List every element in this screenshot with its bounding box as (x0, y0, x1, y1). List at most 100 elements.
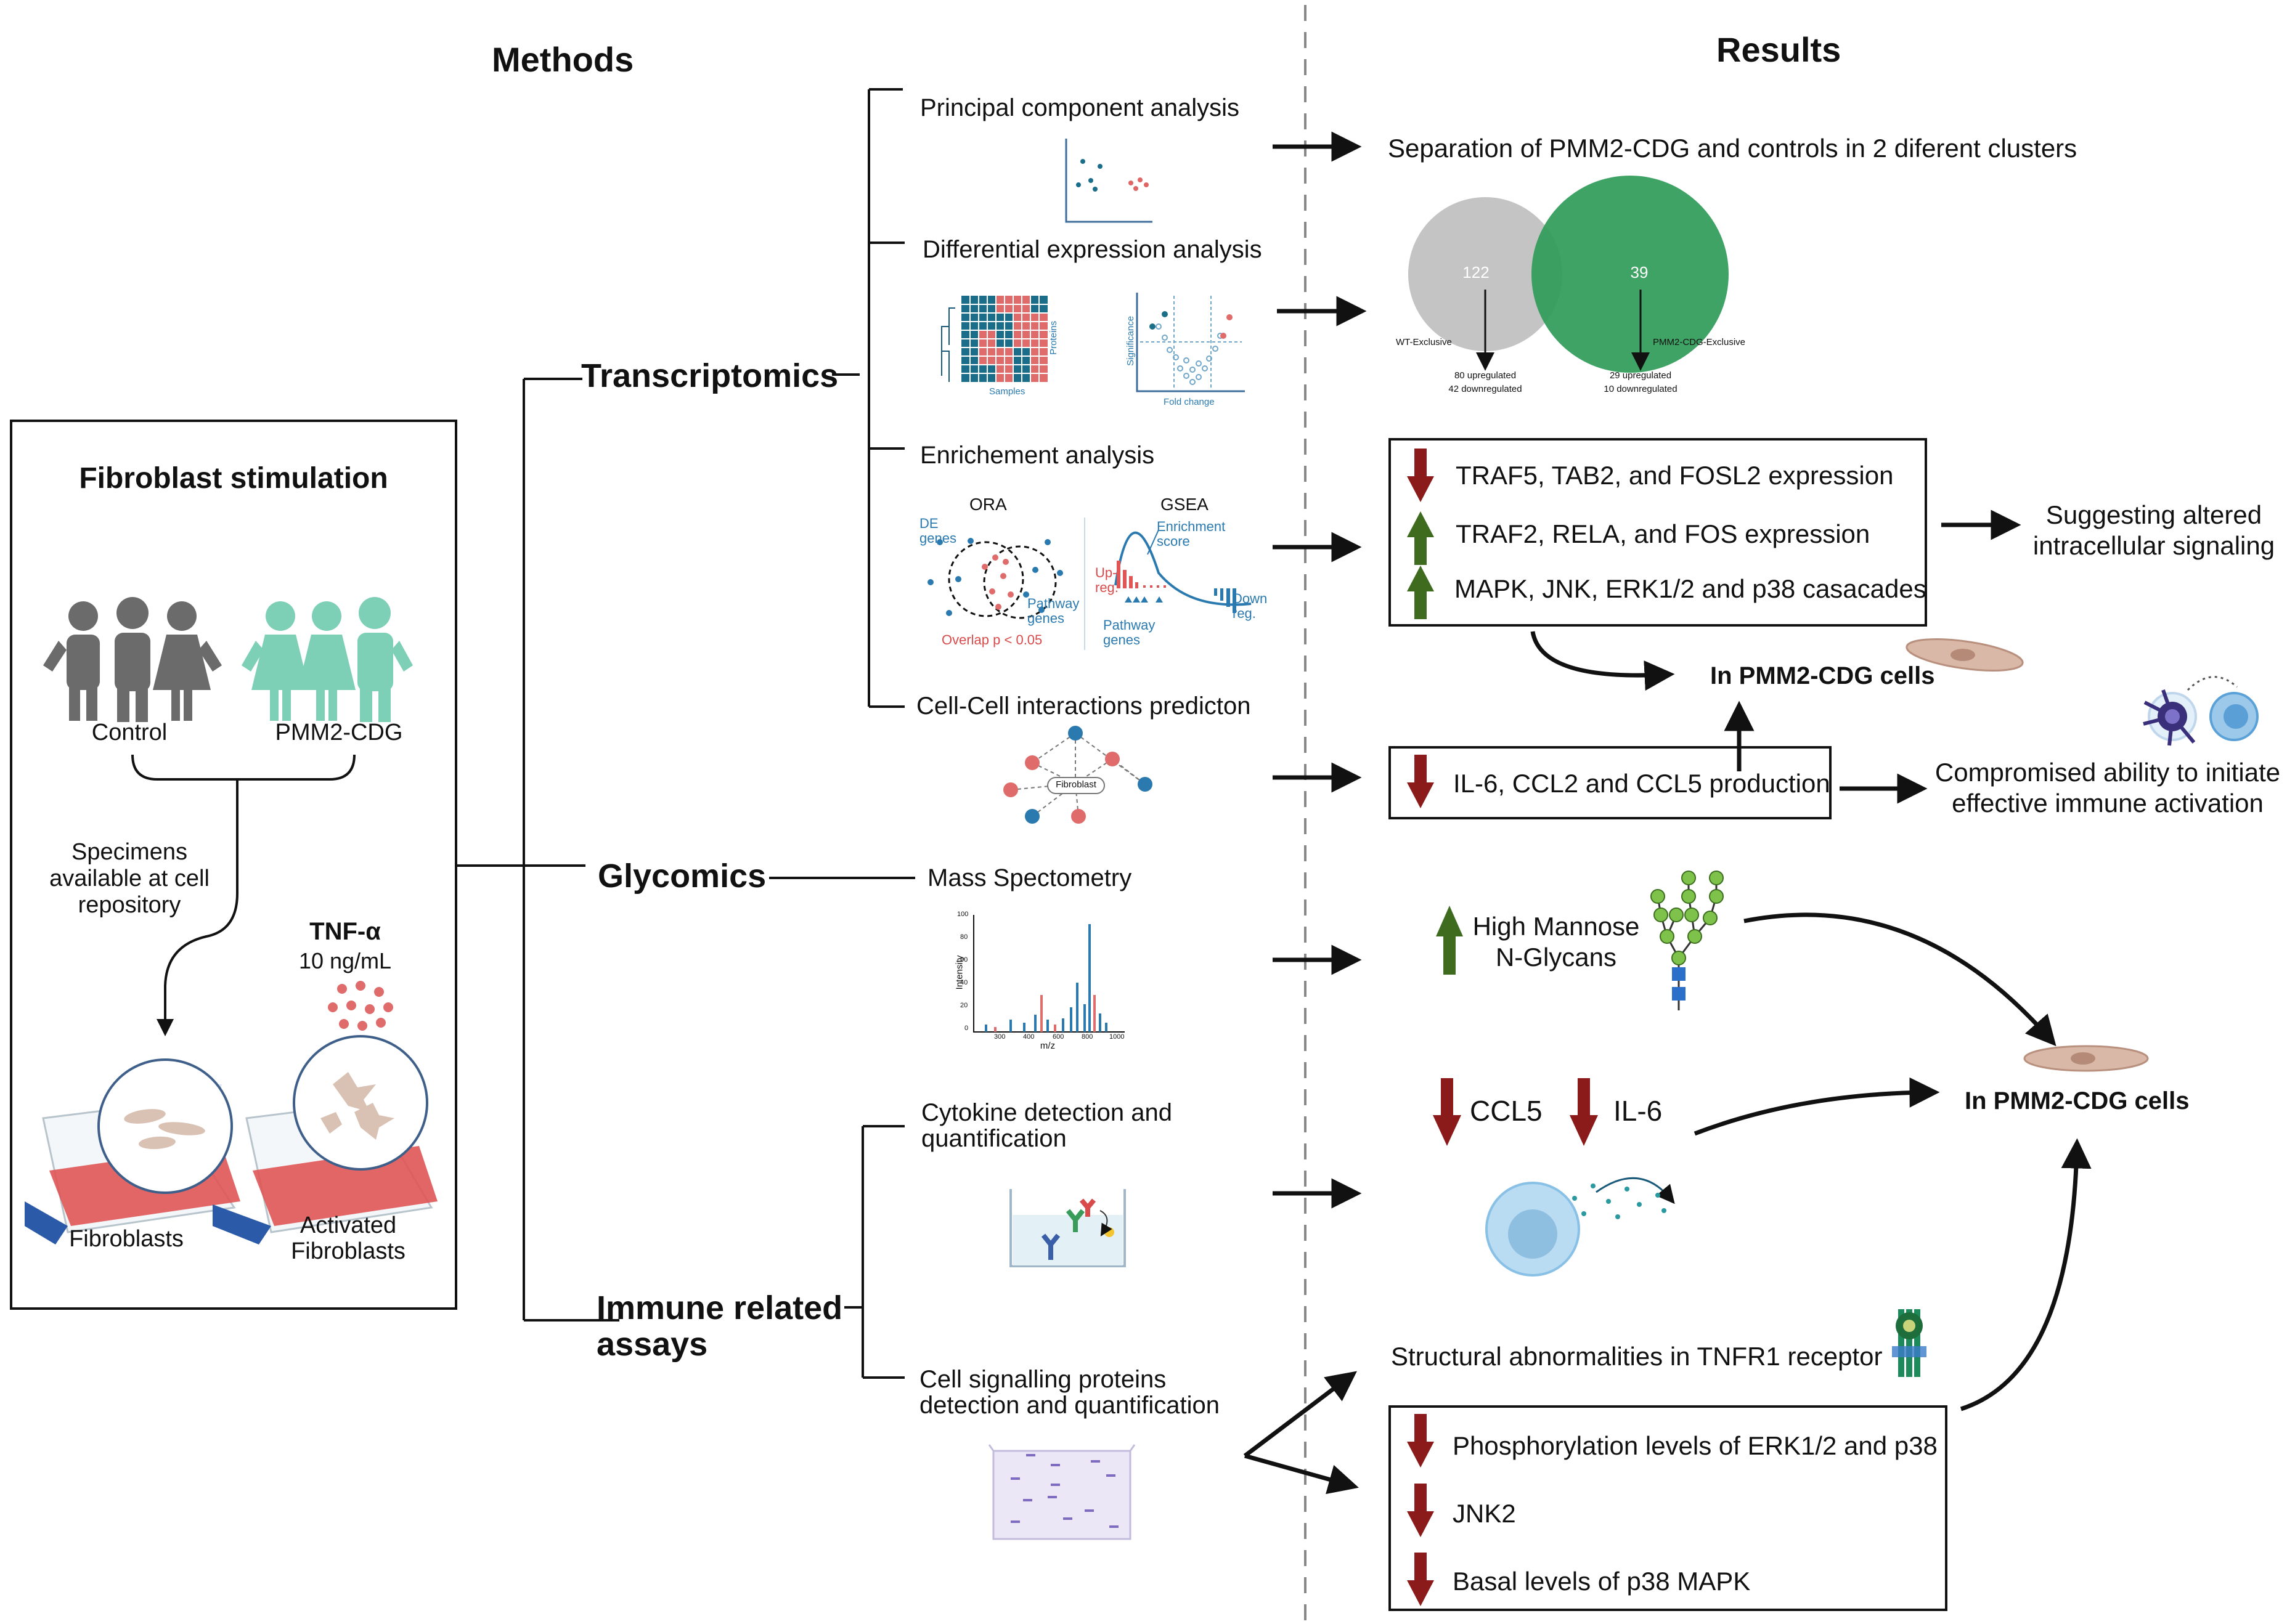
ms-xlabel: m/z (1040, 1041, 1056, 1051)
fibroblasts-flask-icon (25, 1058, 240, 1244)
venn-left-label: WT-Exclusive (1396, 337, 1452, 347)
western-blot-icon (988, 1444, 1136, 1540)
ccl5-label: CCL5 (1470, 1095, 1543, 1127)
venn-left-down: 42 downregulated (1448, 384, 1522, 394)
compromised-2: effective immune activation (1952, 789, 2264, 818)
tnfr1-receptor-icon (1892, 1309, 1926, 1377)
fibroblast-panel-title: Fibroblast stimulation (79, 462, 388, 495)
ora-icon (927, 538, 1063, 619)
specimen-arrow (157, 779, 238, 1036)
result-pca: Separation of PMM2-CDG and controls in 2… (1388, 134, 2077, 163)
tnf-dots (328, 981, 393, 1031)
secreting-cell-icon (1485, 1177, 1675, 1277)
il6-label: IL-6 (1613, 1095, 1663, 1127)
method-enrich: Enrichement analysis (920, 442, 1155, 469)
gsea-up-1: Up- (1095, 565, 1117, 580)
ora-de-2: genes (919, 530, 956, 546)
immune-label-1: Immune related (597, 1289, 843, 1326)
il6-result-box (1388, 746, 1832, 819)
signal-result-box (1388, 1405, 1947, 1611)
gsea-es-1: Enrichment (1157, 519, 1226, 534)
method-cyto-2: quantification (921, 1125, 1067, 1152)
specimens-text-1: Specimens (71, 839, 187, 865)
ms-ytick-2: 80 (960, 933, 968, 941)
gsea-pathway-1: Pathway (1103, 617, 1156, 633)
up-arrows (1407, 511, 1463, 975)
enrich-result-3: MAPK, JNK, ERK1/2 and p38 casacades (1454, 574, 1926, 603)
control-people-icon (43, 597, 222, 722)
fibroblast-node-label: Fibroblast (1056, 779, 1096, 790)
ms-xtick-1: 300 (994, 1033, 1006, 1041)
in-pmm2-cells-1: In PMM2-CDG cells (1710, 662, 1935, 689)
pmm2-label: PMM2-CDG (275, 720, 403, 745)
pmm2-people-icon (242, 597, 413, 722)
glycomics-label: Glycomics (598, 858, 767, 895)
gsea-es-2: score (1157, 534, 1190, 549)
ora-pathway-1: Pathway (1027, 596, 1080, 611)
ora-overlap: Overlap p < 0.05 (942, 632, 1043, 648)
suggesting-2: intracellular signaling (2032, 531, 2275, 560)
ora-pathway-2: genes (1027, 611, 1064, 626)
fibroblasts-label: Fibroblasts (69, 1226, 184, 1252)
control-label: Control (91, 720, 168, 745)
venn-right-label: PMM2-CDG-Exclusive (1653, 337, 1746, 347)
method-signal-1: Cell signalling proteins (919, 1366, 1167, 1393)
method-dea: Differential expression analysis (923, 236, 1262, 263)
results-header: Results (1716, 30, 1841, 69)
method-result-arrows (1243, 131, 2092, 1495)
ms-ytick-6: 0 (964, 1025, 969, 1032)
activated-fibroblasts-flask-icon (213, 1035, 438, 1244)
ms-ytick-1: 100 (957, 911, 969, 918)
method-pca: Principal component analysis (920, 94, 1240, 121)
signal-result-3: Basal levels of p38 MAPK (1453, 1567, 1751, 1596)
gsea-up-2: reg. (1095, 580, 1119, 595)
glycan-icon (1650, 871, 1724, 1010)
activated-label-1: Activated (300, 1212, 397, 1238)
ms-ytick-3: 60 (960, 956, 968, 964)
methods-header: Methods (492, 40, 634, 79)
signal-result-1: Phosphorylation levels of ERK1/2 and p38 (1453, 1431, 1938, 1460)
heatmap-xlabel: Samples (989, 386, 1025, 397)
venn-right-count: 39 (1630, 263, 1649, 282)
ms-ytick-5: 20 (960, 1002, 968, 1009)
activated-label-2: Fibroblasts (291, 1238, 406, 1264)
compromised-1: Compromised ability to initiate (1934, 758, 2281, 787)
down-arrows (1407, 449, 1598, 1606)
in-pmm2-cells-2: In PMM2-CDG cells (1965, 1087, 2190, 1114)
ms-xtick-2: 400 (1023, 1033, 1035, 1041)
volcano-xlabel: Fold change (1164, 397, 1215, 407)
gsea-down-2: reg. (1233, 606, 1256, 621)
method-cyto-1: Cytokine detection and (921, 1099, 1172, 1126)
high-mannose-2: N-Glycans (1495, 943, 1617, 972)
heatmap-ylabel: Proteins (1048, 320, 1059, 355)
ora-title: ORA (969, 495, 1007, 514)
ms-xtick-5: 1000 (1109, 1033, 1125, 1041)
ora-de-1: DE (919, 516, 939, 531)
volcano-ylabel: Significance (1125, 315, 1136, 366)
method-ccip: Cell-Cell interactions predicton (916, 692, 1251, 720)
gsea-down-1: Down (1233, 591, 1268, 606)
venn-diagram (1408, 176, 1729, 373)
high-mannose-1: High Mannose (1472, 912, 1640, 941)
tnf-title: TNF-α (309, 918, 381, 945)
ms-ytick-4: 40 (960, 979, 968, 986)
gsea-title: GSEA (1160, 495, 1209, 514)
specimens-text-2: available at cell (49, 866, 210, 891)
group-bracket (131, 754, 356, 781)
enrich-result-box (1388, 438, 1927, 627)
immune-cells-icon (2143, 676, 2259, 746)
il6-result: IL-6, CCL2 and CCL5 production (1453, 769, 1830, 798)
enrich-result-1: TRAF5, TAB2, and FOSL2 expression (1456, 461, 1894, 490)
gsea-pathway-2: genes (1103, 632, 1140, 648)
enrich-result-2: TRAF2, RELA, and FOS expression (1456, 519, 1870, 548)
cell-network-icon (1003, 726, 1152, 824)
venn-left-up: 80 upregulated (1454, 370, 1517, 381)
method-ms: Mass Spectometry (927, 864, 1132, 891)
venn-left-count: 122 (1462, 263, 1490, 282)
specimens-text-3: repository (78, 892, 181, 918)
ms-xtick-4: 800 (1082, 1033, 1093, 1041)
mass-spec-icon (973, 915, 1125, 1033)
methods-tree-lines (456, 88, 915, 1379)
immune-label-2: assays (597, 1326, 708, 1363)
